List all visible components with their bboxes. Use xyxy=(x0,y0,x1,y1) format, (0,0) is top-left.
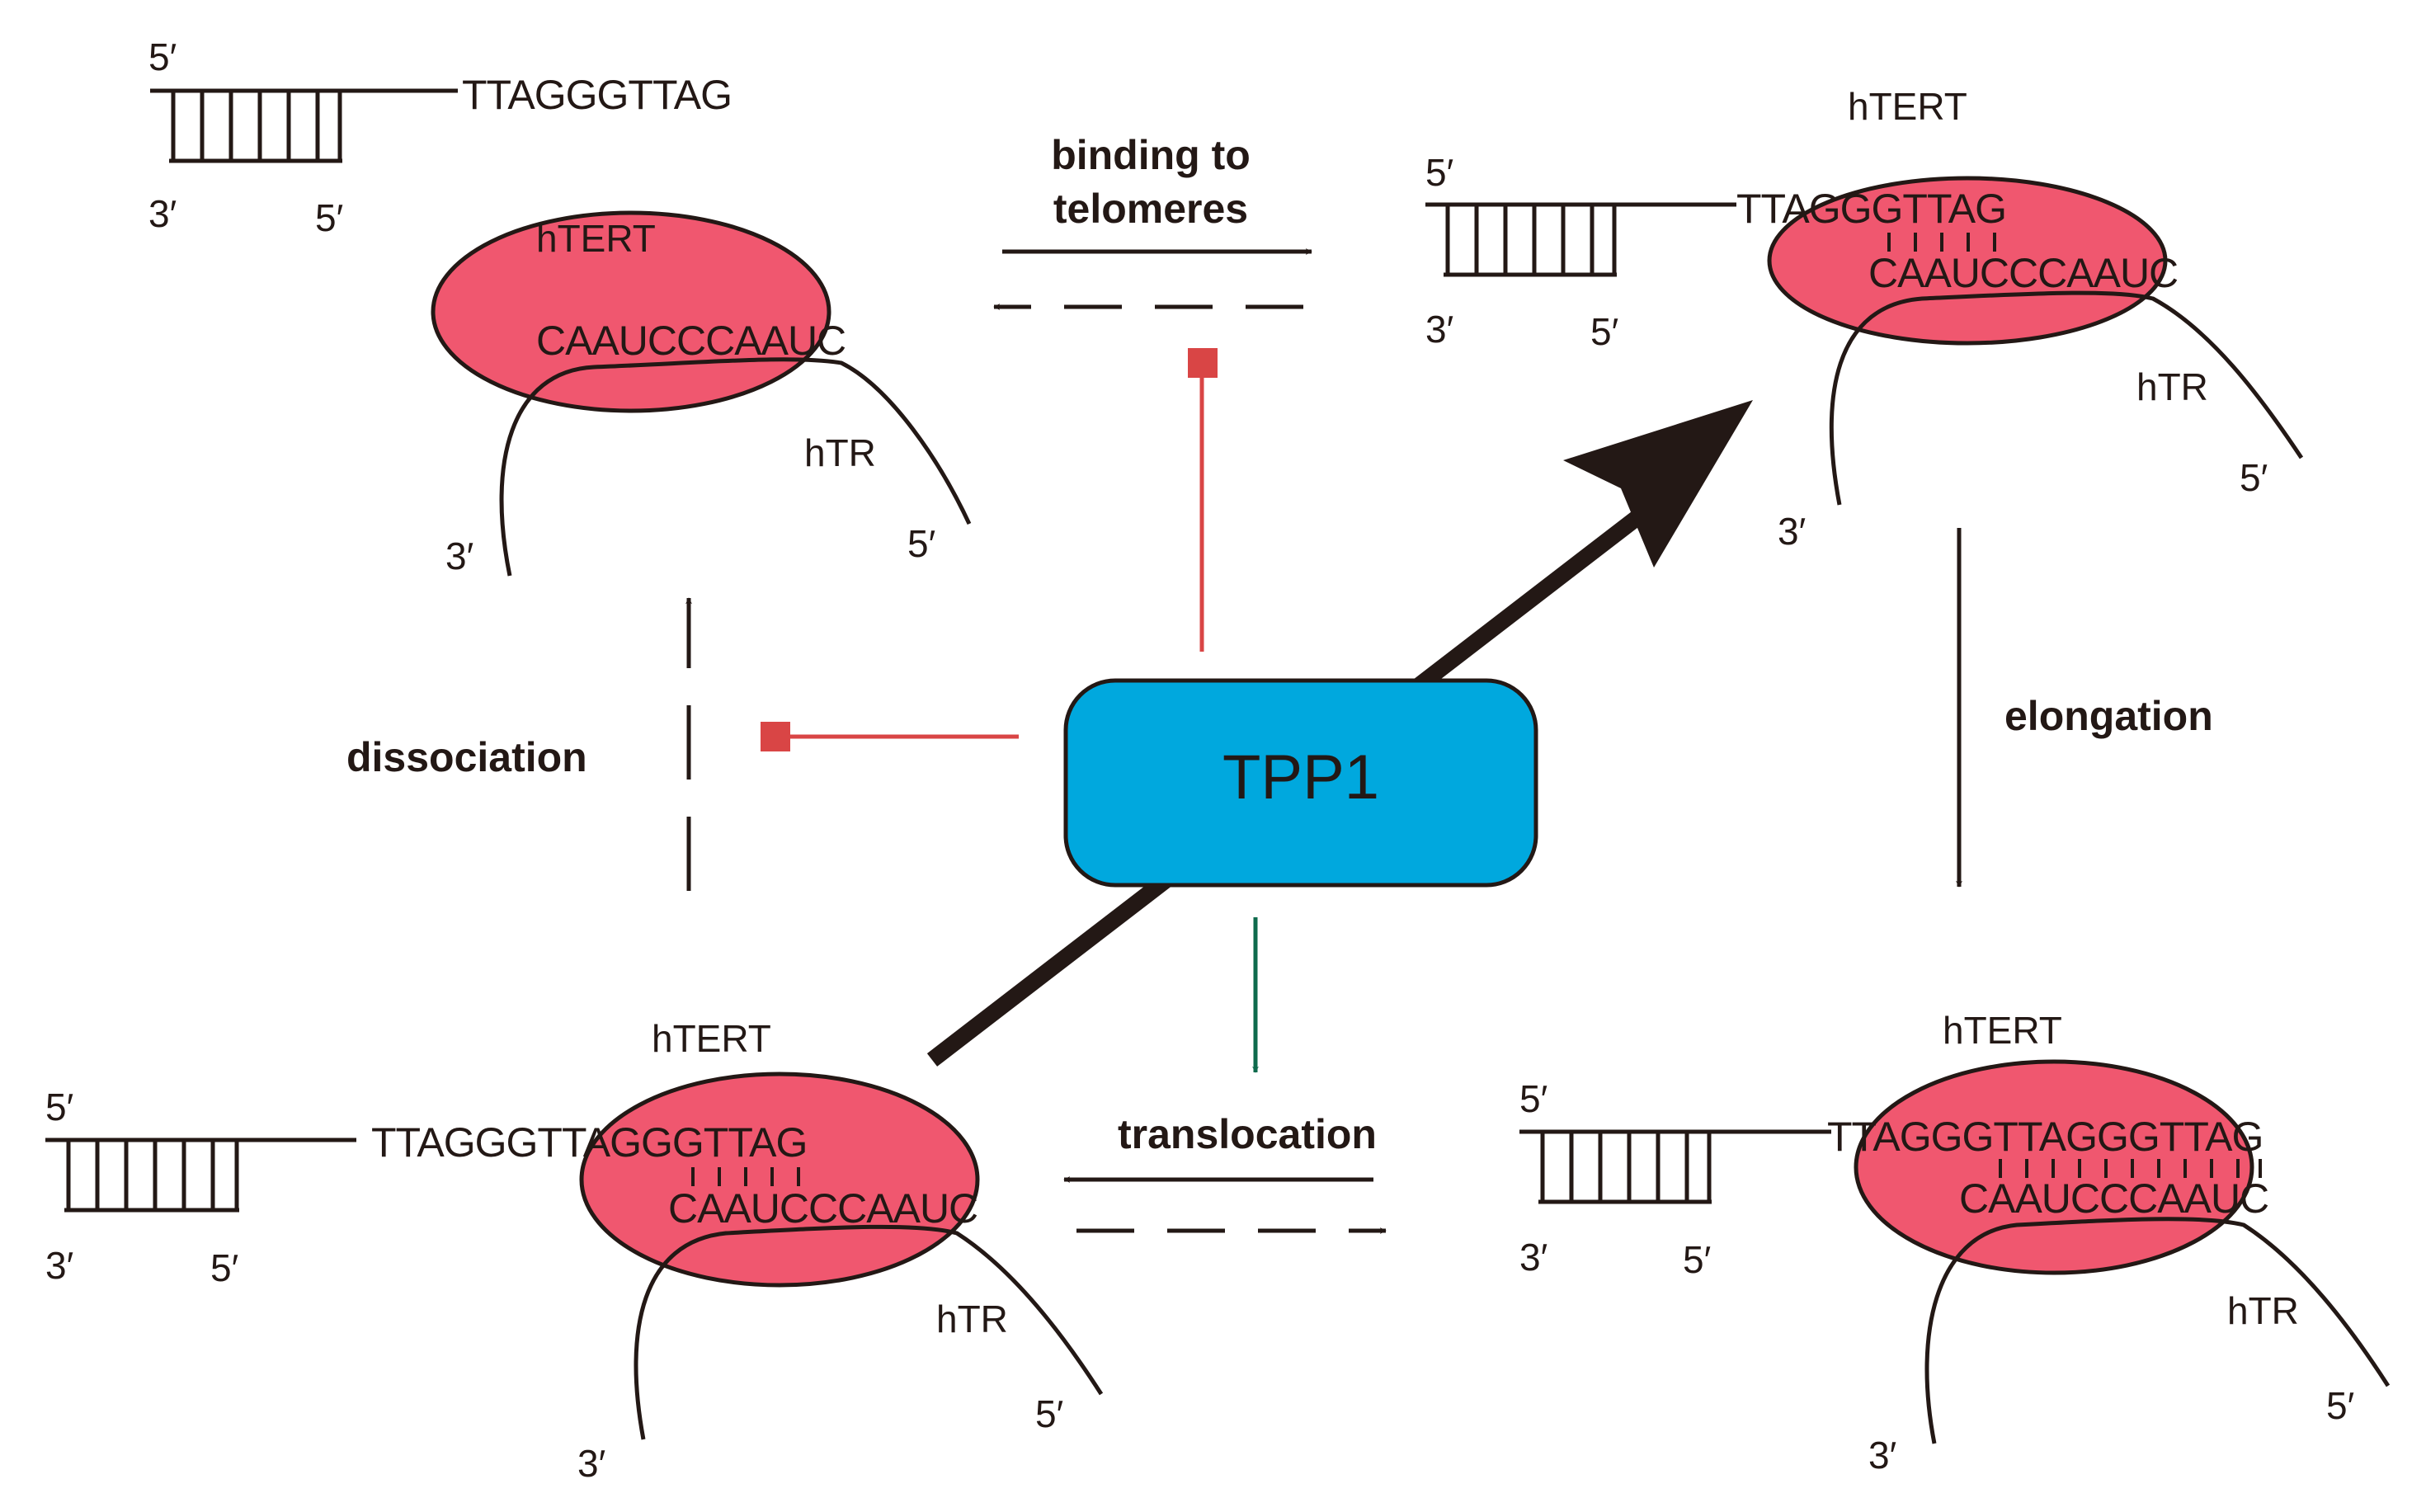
htr-label: hTR xyxy=(936,1298,1008,1340)
inhibition-bar-dissociation xyxy=(761,722,790,751)
prime3-label: 3′ xyxy=(45,1244,73,1287)
elongation-step: elongation xyxy=(1956,528,2213,888)
prime5-label: 5′ xyxy=(1425,151,1453,194)
binding-label-line2: telomeres xyxy=(1053,186,1248,232)
prime3-label: 3′ xyxy=(577,1442,605,1485)
translocation-step: translocation xyxy=(1063,1111,1387,1234)
prime5-label: 5′ xyxy=(907,522,935,565)
prime5-label: 5′ xyxy=(315,196,343,239)
htert-label: hTERT xyxy=(536,217,656,260)
prime5-label: 5′ xyxy=(2240,456,2268,499)
prime5-label: 5′ xyxy=(1683,1238,1711,1281)
prime5-label: 5′ xyxy=(210,1246,238,1289)
tpp1-box xyxy=(1063,678,1538,888)
htert-label: hTERT xyxy=(1848,85,1967,128)
htr-label: hTR xyxy=(2227,1289,2299,1332)
prime5-label: 5′ xyxy=(1590,310,1618,353)
prime3-label: 3′ xyxy=(1868,1434,1896,1477)
prime5-label: 5′ xyxy=(1035,1392,1063,1435)
state-bound-telomerase: 5′ 3′ 5′ hTERT TTAGGGTTAG CAAUCCCAAUC hT… xyxy=(1425,85,2304,553)
prime5-label: 5′ xyxy=(2326,1384,2354,1427)
htr-template-sequence: CAAUCCCAAUC xyxy=(1868,250,2178,296)
htr-template-sequence: CAAUCCCAAUC xyxy=(668,1185,977,1232)
tpp1-regulation: TPP1 xyxy=(761,348,1753,1073)
telomere-duplex xyxy=(1519,1129,1831,1204)
htr-template-sequence: CAAUCCCAAUC xyxy=(1959,1175,2268,1222)
telomere-overhang-sequence: TTAGGGTTAGGGTTAG xyxy=(371,1119,807,1166)
dissociation-label: dissociation xyxy=(346,734,587,780)
base-pairing xyxy=(691,1167,800,1186)
inhibition-bar-binding-reverse xyxy=(1188,348,1218,378)
htr-rna-strand xyxy=(1924,1217,2391,1444)
prime5-label: 5′ xyxy=(1519,1077,1547,1120)
htr-rna-strand xyxy=(634,1224,1104,1440)
translocation-label: translocation xyxy=(1118,1111,1377,1157)
htert-label: hTERT xyxy=(652,1017,771,1060)
tpp1-processivity-arrowhead xyxy=(1563,400,1753,568)
state-free-telomerase: 5′ 3′ 5′ TTAGGGTTAG hTERT CAAUCCCAAUC hT… xyxy=(148,35,972,577)
prime3-label: 3′ xyxy=(1778,510,1806,553)
htert-enzyme xyxy=(1767,176,2168,346)
htr-rna-strand xyxy=(1829,290,2304,506)
htr-label: hTR xyxy=(804,431,876,474)
prime3-label: 3′ xyxy=(1519,1236,1547,1279)
tpp1-label: TPP1 xyxy=(1222,742,1379,813)
telomere-overhang-sequence: TTAGGGTTAG xyxy=(1736,186,2006,232)
prime3-label: 3′ xyxy=(445,535,473,577)
htr-rna-strand xyxy=(499,357,972,577)
base-pairing xyxy=(1887,233,1996,252)
htert-enzyme xyxy=(579,1072,980,1288)
dissociation-step: dissociation xyxy=(346,597,692,891)
prime3-label: 3′ xyxy=(148,192,177,235)
state-translocated-telomerase: 5′ 3′ 5′ hTERT TTAGGGTTAGGGTTAG CAAUCCCA… xyxy=(45,1017,1104,1485)
telomere-duplex xyxy=(1425,202,1736,277)
base-pairing xyxy=(1999,1159,2262,1178)
state-elongated-telomerase: 5′ 3′ 5′ hTERT TTAGGGTTAGGGTTAG CAAUCCCA… xyxy=(1519,1009,2391,1477)
prime5-label: 5′ xyxy=(148,35,177,78)
elongation-label: elongation xyxy=(2004,693,2213,739)
telomere-duplex xyxy=(150,88,458,163)
binding-step: binding to telomeres xyxy=(993,132,1312,310)
htr-template-sequence: CAAUCCCAAUC xyxy=(536,318,846,364)
htert-label: hTERT xyxy=(1943,1009,2062,1052)
telomere-overhang-sequence: TTAGGGTTAGGGTTAG xyxy=(1827,1114,2263,1160)
binding-label-line1: binding to xyxy=(1051,132,1251,178)
prime5-label: 5′ xyxy=(45,1086,73,1128)
prime3-label: 3′ xyxy=(1425,308,1453,351)
telomere-overhang-sequence: TTAGGGTTAG xyxy=(462,72,732,118)
telomere-duplex xyxy=(45,1138,356,1213)
htr-label: hTR xyxy=(2136,365,2208,408)
